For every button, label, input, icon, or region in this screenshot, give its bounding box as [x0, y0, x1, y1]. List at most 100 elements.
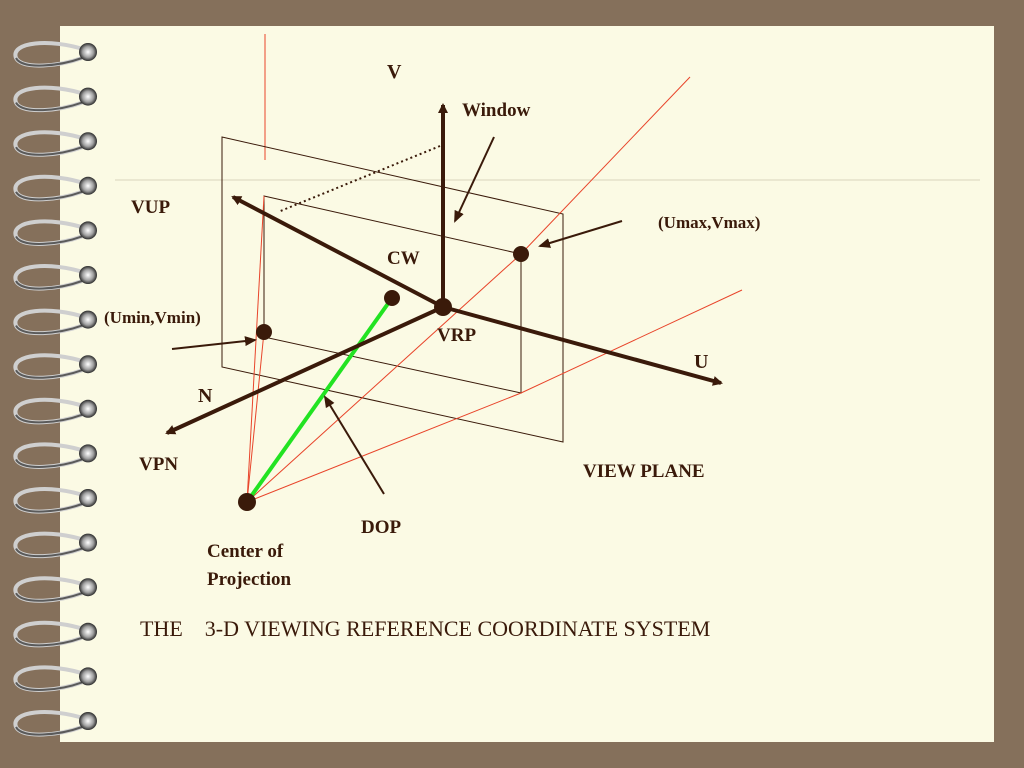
vup-vector	[231, 195, 444, 309]
umin-pointer-arrow	[171, 336, 257, 350]
ring-shadow	[15, 636, 83, 647]
binding-hole	[79, 43, 97, 61]
spiral-binding	[13, 41, 97, 737]
binding-ring	[13, 264, 97, 291]
projector-line	[246, 392, 522, 503]
ring-shadow	[15, 57, 83, 67]
cw-point	[384, 290, 400, 306]
binding-hole	[79, 622, 97, 641]
binding-hole	[79, 667, 97, 686]
umax-vmax-point	[513, 246, 529, 262]
ring-wire	[13, 531, 87, 559]
ring-shadow	[15, 101, 83, 112]
binding-hole	[79, 266, 97, 284]
projector-line	[520, 76, 691, 255]
binding-ring	[13, 397, 97, 425]
u-label: U	[694, 351, 709, 373]
ring-shadow	[15, 458, 83, 468]
vpn-label: VPN	[139, 454, 179, 475]
binding-ring	[13, 174, 97, 202]
center-of-projection-label: Center of Projection	[207, 541, 292, 590]
center-of-projection-point	[238, 493, 256, 511]
ring-shadow	[15, 413, 83, 424]
binding-ring	[13, 41, 97, 68]
projectors	[246, 76, 743, 503]
dop-label: DOP	[361, 517, 402, 538]
binding-hole	[79, 533, 97, 552]
binding-ring	[13, 353, 97, 380]
binding-ring	[13, 665, 97, 692]
binding-hole	[79, 489, 97, 507]
binding-hole	[79, 578, 97, 597]
v-label: V	[387, 61, 402, 83]
ring-shadow	[15, 547, 83, 558]
ring-wire	[13, 620, 87, 648]
binding-ring	[13, 710, 97, 737]
binding-ring	[13, 130, 97, 157]
ring-wire	[13, 665, 87, 692]
binding-ring	[13, 620, 97, 648]
ring-shadow	[15, 190, 83, 201]
binding-hole	[79, 176, 97, 195]
umax-pointer-arrow	[538, 220, 623, 248]
binding-hole	[79, 132, 97, 151]
ring-wire	[13, 41, 87, 68]
window-pointer-arrow	[454, 136, 495, 223]
umin-vmin-label: (Umin,Vmin)	[104, 308, 201, 327]
binding-hole	[79, 87, 97, 106]
binding-hole	[79, 221, 97, 240]
binding-ring	[13, 219, 97, 246]
ring-wire	[13, 308, 87, 336]
binding-hole	[79, 399, 97, 418]
binding-hole	[79, 712, 97, 730]
binding-ring	[13, 576, 97, 603]
ring-wire	[13, 442, 87, 469]
view-plane	[221, 136, 564, 443]
ring-shadow	[15, 681, 83, 691]
binding-ring	[13, 85, 97, 113]
umax-vmax-label: (Umax,Vmax)	[658, 213, 761, 232]
umin-vmin-point	[256, 324, 272, 340]
ring-wire	[13, 219, 87, 246]
binding-hole	[79, 310, 97, 329]
binding-ring	[13, 308, 97, 336]
window-label: Window	[462, 100, 531, 121]
ring-wire	[13, 85, 87, 113]
ring-shadow	[15, 280, 83, 290]
ring-wire	[13, 353, 87, 380]
ring-wire	[13, 710, 87, 737]
ring-shadow	[15, 592, 83, 602]
view-plane-label: VIEW PLANE	[583, 461, 705, 482]
binding-ring	[13, 531, 97, 559]
ring-shadow	[15, 146, 83, 156]
ring-wire	[13, 487, 87, 514]
cw-label: CW	[387, 248, 420, 269]
projector-line	[246, 331, 265, 503]
vrp-point	[434, 298, 452, 316]
dop-line	[245, 296, 394, 504]
ring-shadow	[15, 726, 83, 736]
projector-line	[520, 289, 743, 394]
ring-shadow	[15, 369, 83, 379]
diagram-caption: THE 3-D VIEWING REFERENCE COORDINATE SYS…	[140, 616, 711, 641]
ring-wire	[13, 576, 87, 603]
n-axis	[165, 305, 444, 435]
ring-shadow	[15, 324, 83, 335]
projector-line	[246, 195, 265, 503]
ring-shadow	[15, 235, 83, 245]
projector-line	[246, 253, 522, 503]
ring-wire	[13, 174, 87, 202]
ring-wire	[13, 130, 87, 157]
ring-wire	[13, 264, 87, 291]
dotted-guide	[277, 145, 441, 213]
binding-hole	[79, 444, 97, 463]
binding-ring	[13, 442, 97, 469]
binding-ring	[13, 487, 97, 514]
vrp-label: VRP	[437, 325, 477, 346]
u-axis	[442, 305, 723, 386]
binding-hole	[79, 355, 97, 374]
n-label: N	[198, 385, 213, 407]
ring-wire	[13, 397, 87, 425]
